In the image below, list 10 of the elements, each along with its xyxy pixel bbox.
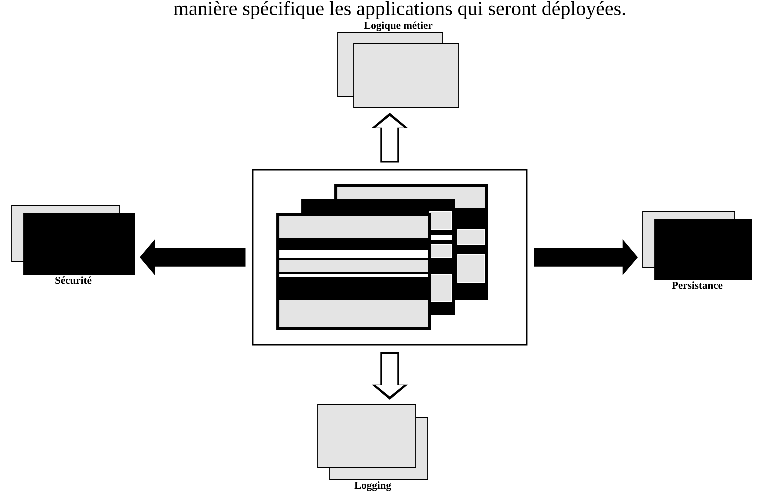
document-stack: Logging (318, 404, 428, 492)
node-label: Logique métier (364, 22, 433, 32)
document-stack: Sécurité (12, 206, 136, 284)
document-stack: Logique métier (338, 22, 460, 108)
node-label: Sécurité (56, 276, 92, 284)
text-line: manière spécifique les applications qui seront déployées. (174, 1, 626, 20)
node-label: Persistance (672, 282, 723, 290)
window-stack-drawing (252, 169, 528, 346)
node-label: Logging (354, 482, 392, 492)
document-stack: Persistance (642, 212, 752, 290)
